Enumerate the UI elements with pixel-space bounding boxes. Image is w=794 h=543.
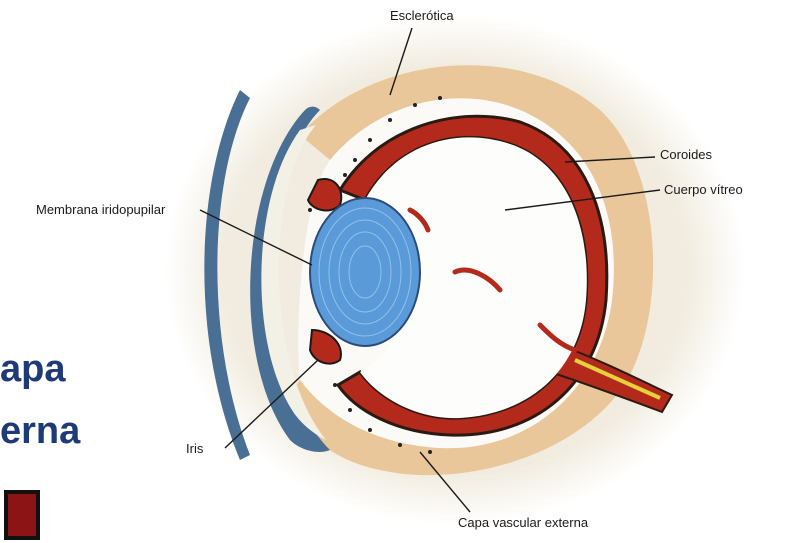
label-capa-vascular-externa: Capa vascular externa bbox=[458, 515, 588, 530]
slide-text-line2: erna bbox=[0, 412, 80, 450]
slide-text-line1: apa bbox=[0, 350, 65, 388]
label-iris: Iris bbox=[186, 441, 203, 456]
bullet-square bbox=[4, 490, 40, 540]
label-membrana-iridopupilar: Membrana iridopupilar bbox=[36, 202, 165, 217]
label-cuerpo-vitreo: Cuerpo vítreo bbox=[664, 182, 743, 197]
label-esclerotica: Esclerótica bbox=[390, 8, 454, 23]
label-coroides: Coroides bbox=[660, 147, 712, 162]
